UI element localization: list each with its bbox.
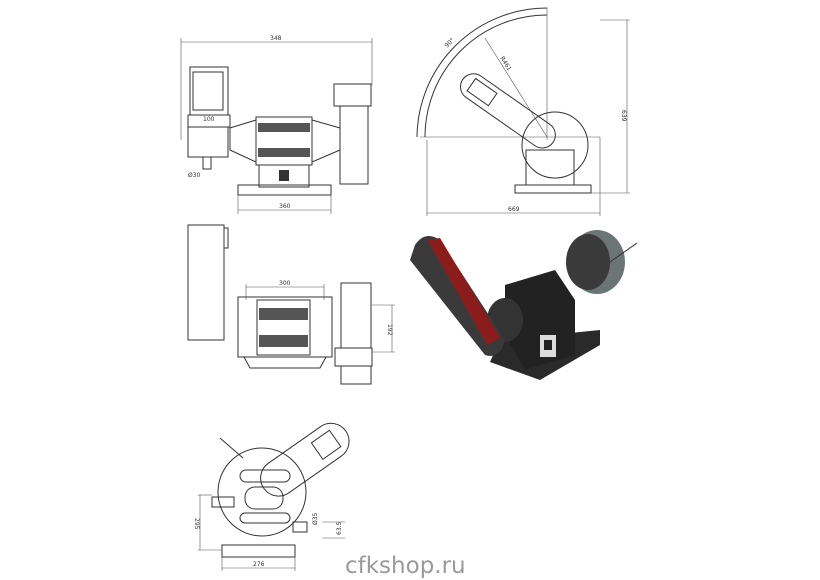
dim-depth: 669 [508, 206, 520, 213]
dim-base-width: 360 [279, 203, 291, 210]
dim-mount-depth: 192 [386, 324, 393, 336]
dim-base-depth: 276 [253, 561, 265, 568]
dim-belt-width: 100 [203, 116, 215, 123]
dim-mount-spacing: 300 [279, 280, 291, 287]
rear-view: 295 Ø35 63.5 276 [193, 422, 350, 571]
front-view: 348 100 Ø30 360 [180, 35, 373, 214]
dim-height: 639 [620, 110, 627, 122]
render-view [410, 230, 638, 380]
dim-overall-width: 348 [270, 35, 282, 42]
watermark: cfkshop.ru [345, 553, 466, 579]
dim-rear-height: 295 [193, 518, 200, 530]
dim-swing-radius: R461 [498, 55, 512, 72]
dim-dust-port-offset: 63.5 [336, 521, 343, 535]
side-swing-view: 90° R461 639 669 [416, 7, 630, 216]
dim-dust-port-dia: Ø35 [312, 512, 319, 525]
dim-exhaust-dia: Ø30 [188, 172, 201, 179]
top-view: 300 192 [187, 224, 395, 385]
